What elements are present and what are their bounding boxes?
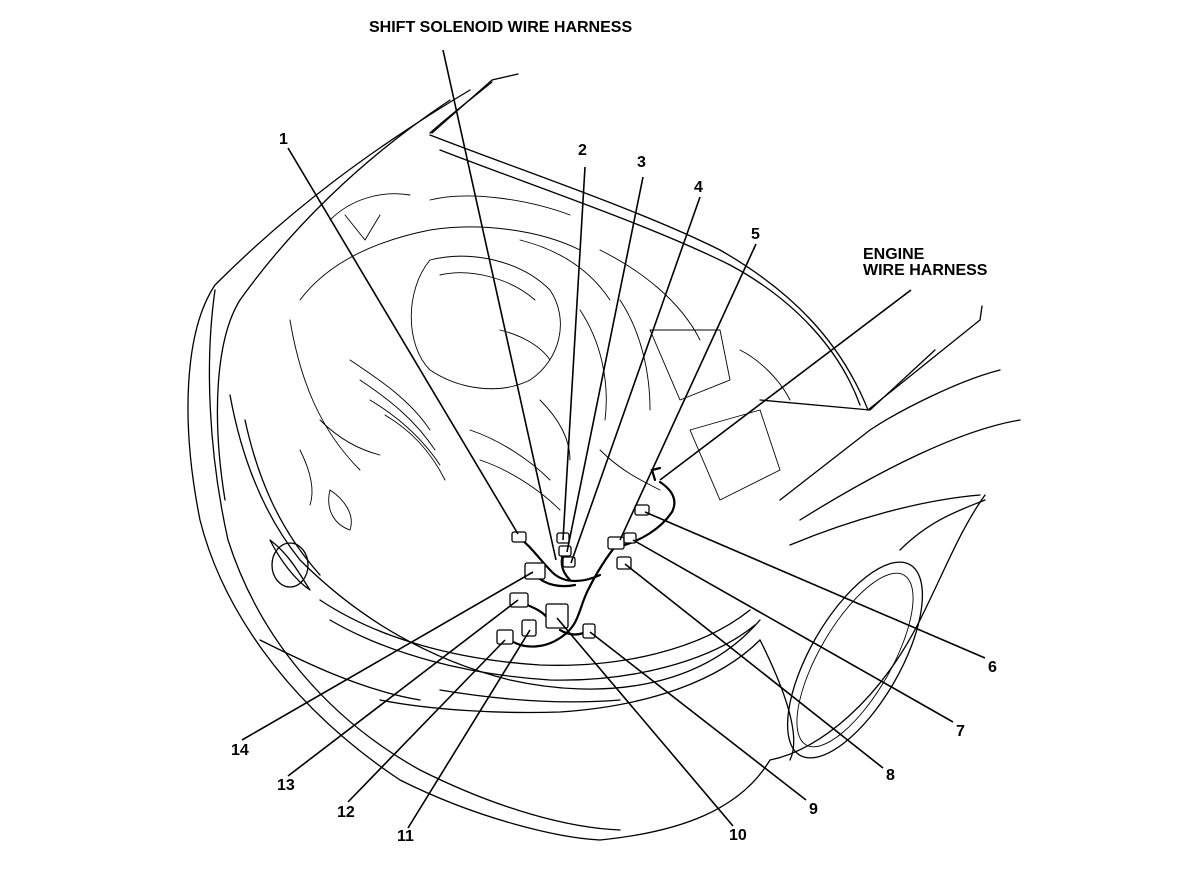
callout-1: 1 [279,131,288,148]
leader-10 [556,617,734,827]
connector-12 [496,629,514,645]
connector-5 [607,536,625,550]
callout-7: 7 [956,723,965,740]
engine-label-line2: WIRE HARNESS [863,262,988,279]
leader-11 [407,629,531,829]
leader-1 [287,147,519,535]
leader-shift-solenoid [442,49,557,561]
vehicle-body [187,73,1021,841]
connector-1 [511,531,527,543]
leader-2 [562,166,586,541]
shift-solenoid-wire-harness-label: SHIFT SOLENOID WIRE HARNESS [369,19,633,36]
leader-5 [619,243,757,541]
connector-14 [524,562,546,580]
wire-harness [508,466,676,648]
leader-14 [241,571,534,741]
leader-4 [570,196,701,564]
callout-13: 13 [277,777,295,794]
leader-3 [566,176,644,553]
callout-11: 11 [397,828,414,845]
leader-8 [624,563,884,769]
callout-8: 8 [886,767,895,784]
engine-details [289,193,791,531]
callout-5: 5 [751,226,760,243]
leader-12 [347,639,506,803]
callout-3: 3 [637,154,646,171]
callout-4: 4 [694,179,703,196]
leader-engine-harness [659,289,912,481]
engine-label-line1: ENGINE [863,246,925,263]
connector-10 [545,603,569,629]
connector-11 [521,619,537,637]
leader-6 [644,511,986,659]
leader-13 [287,599,519,777]
callout-12: 12 [337,804,355,821]
connector-9 [582,623,596,639]
connector-3 [558,545,572,557]
connectors [496,504,650,645]
callout-6: 6 [988,659,997,676]
callout-9: 9 [809,801,818,818]
leader-7 [632,539,954,723]
leader-9 [589,631,807,801]
callout-2: 2 [578,142,587,159]
leader-lines [241,49,986,829]
callout-10: 10 [729,827,747,844]
callout-14: 14 [231,742,249,759]
